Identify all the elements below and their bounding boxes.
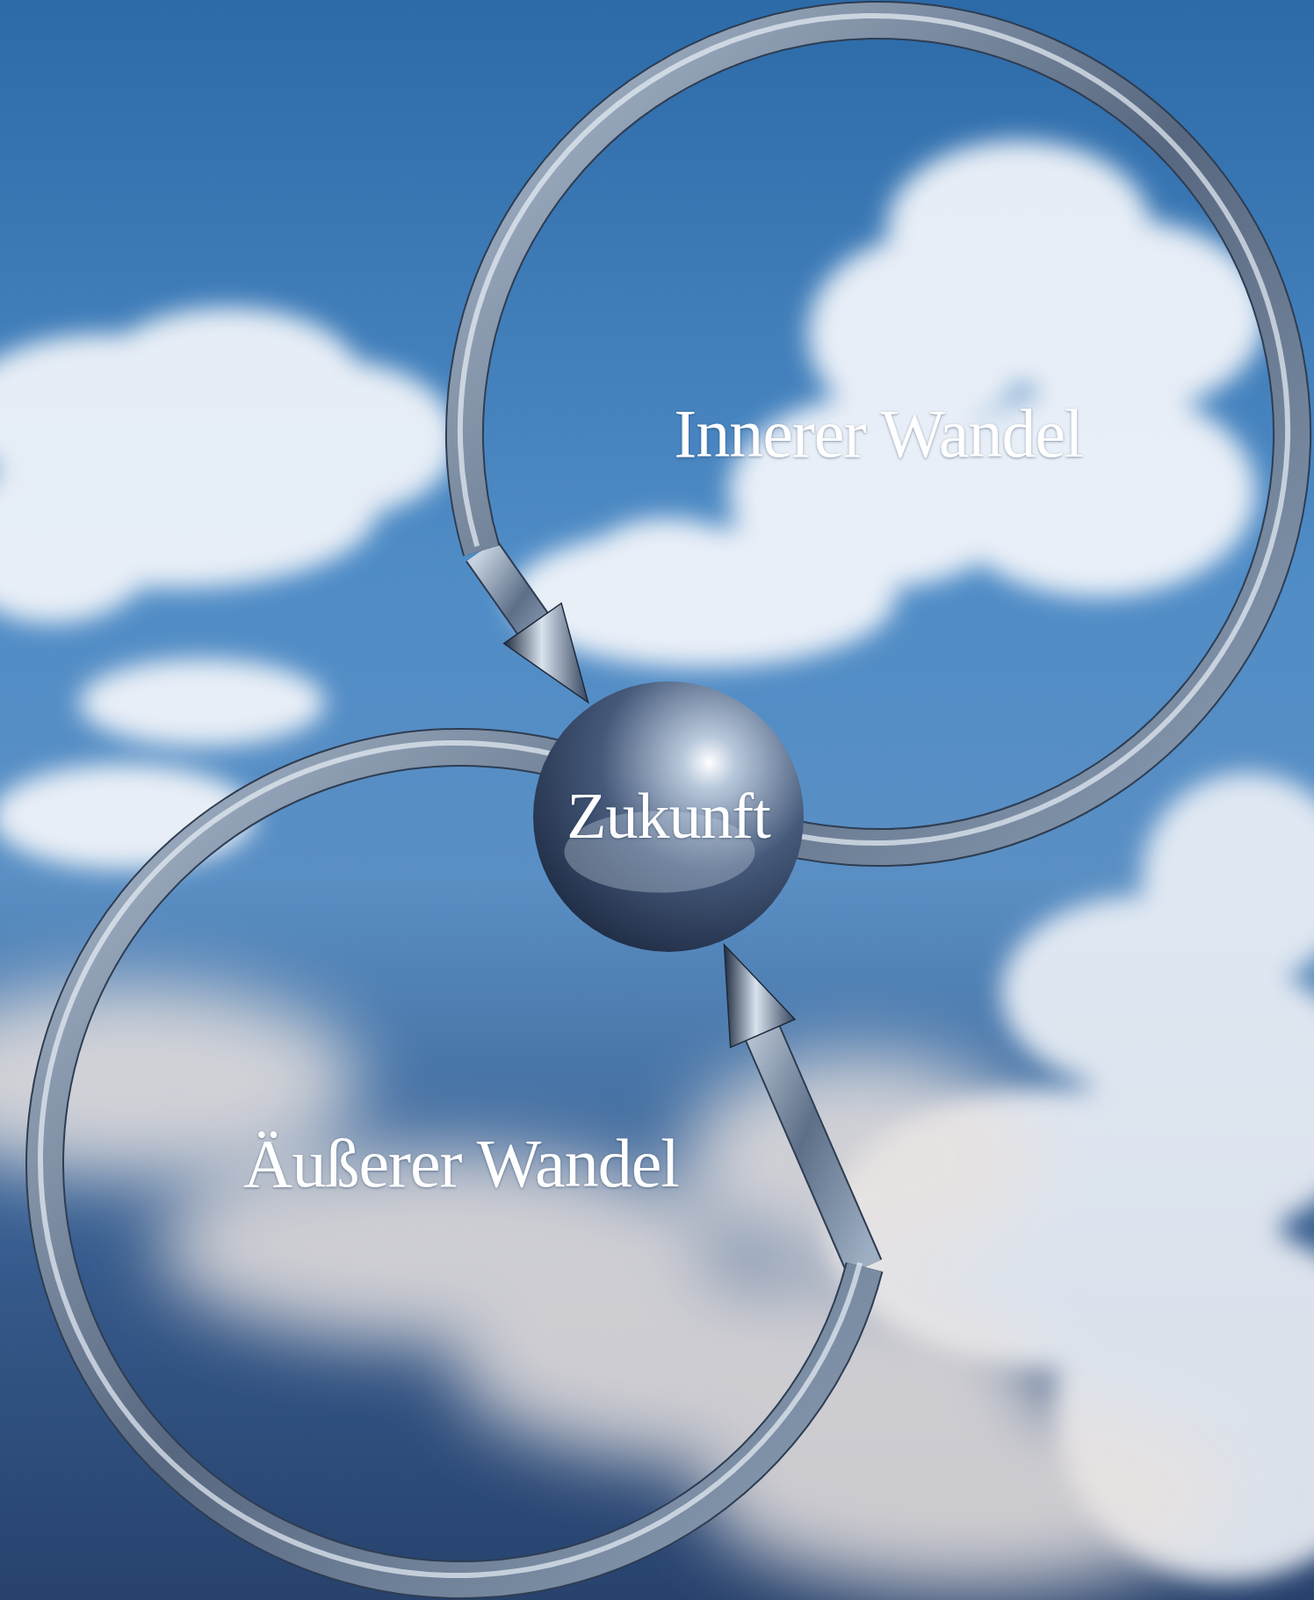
node-label: Äußerer Wandel [243, 1127, 679, 1200]
ring-tube [44, 747, 865, 1581]
ring-highlight [40, 743, 860, 1576]
node-label: Innerer Wandel [673, 397, 1083, 470]
arrow-head [723, 945, 795, 1048]
arrow-connector [481, 550, 588, 703]
connector-tube [747, 997, 865, 1268]
connector-shadow [747, 997, 865, 1268]
node-label: Zukunft [566, 782, 770, 852]
sphere-body [533, 681, 804, 953]
cloud-right-top [509, 140, 1265, 668]
ring-shadow [44, 747, 865, 1581]
cloud-left [0, 307, 457, 870]
arrow-connector [723, 945, 865, 1268]
arrow-head [504, 603, 589, 703]
sphere-node: Zukunft [532, 680, 805, 954]
